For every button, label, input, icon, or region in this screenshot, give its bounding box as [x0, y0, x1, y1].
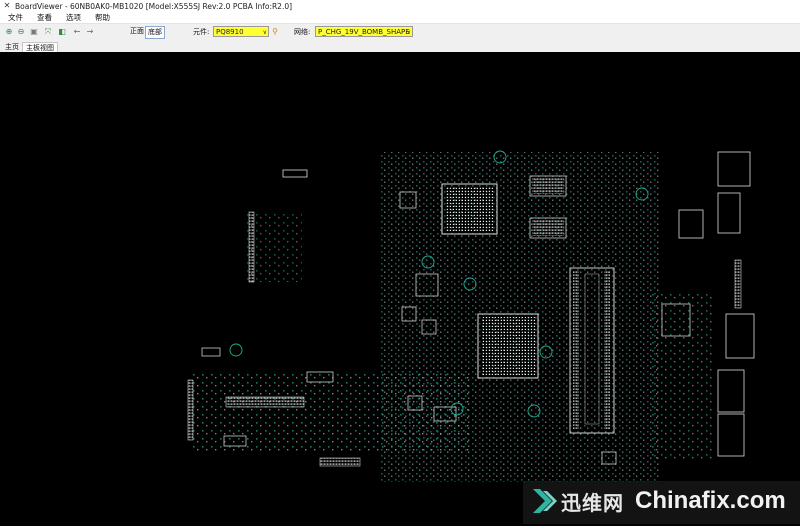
chevron-down-icon[interactable]: ∨: [262, 29, 267, 36]
title-bar: ✕ BoardViewer - 60NB0AK0-MB1020 [Model:X…: [0, 0, 800, 12]
toolbar: ⊕ ⊖ ▣ ⤧ ◧ ← → 正面 底部 元件: PQ8910 ∨ ⚲ 网络: P…: [0, 23, 800, 42]
mirror-icon[interactable]: ◧: [58, 27, 66, 36]
side-top-button[interactable]: 正面: [130, 27, 144, 35]
net-label: 网络:: [294, 28, 311, 36]
rotate-icon[interactable]: ⤧: [44, 27, 52, 36]
window-title: BoardViewer - 60NB0AK0-MB1020 [Model:X55…: [15, 1, 293, 11]
menu-bar: 文件 查看 选项 帮助: [0, 12, 800, 23]
menu-view[interactable]: 查看: [37, 13, 52, 22]
boardviewer-icon: ✕: [3, 1, 11, 10]
pcb-layout[interactable]: [2, 52, 798, 524]
tab-home[interactable]: 主页: [5, 43, 19, 51]
tab-bar: 主页 主板视图: [0, 41, 800, 53]
zoom-out-icon[interactable]: ⊖: [17, 27, 25, 36]
menu-help[interactable]: 帮助: [95, 13, 110, 22]
net-combo[interactable]: P_CHG_19V_BOMB_SHAPE ∨: [315, 26, 413, 37]
net-value: P_CHG_19V_BOMB_SHAPE: [318, 28, 410, 36]
forward-arrow-icon[interactable]: →: [86, 27, 94, 36]
zoom-in-icon[interactable]: ⊕: [5, 27, 13, 36]
watermark-cn-text: 迅维网: [561, 491, 624, 515]
back-arrow-icon[interactable]: ←: [73, 27, 81, 36]
menu-file[interactable]: 文件: [8, 13, 23, 22]
component-label: 元件:: [193, 28, 210, 36]
watermark-en-text: Chinafix.com: [635, 487, 786, 514]
watermark-logo: 迅维网 Chinafix.com: [523, 481, 800, 524]
side-bottom-button[interactable]: 底部: [145, 26, 165, 39]
component-value: PQ8910: [216, 28, 244, 36]
chevron-down-icon[interactable]: ∨: [406, 29, 411, 36]
search-icon[interactable]: ⚲: [272, 27, 278, 36]
chinafix-logo-icon: [533, 489, 557, 513]
board-canvas[interactable]: [2, 52, 798, 524]
tab-board-view[interactable]: 主板视图: [22, 42, 58, 53]
component-combo[interactable]: PQ8910 ∨: [213, 26, 269, 37]
fit-icon[interactable]: ▣: [30, 27, 38, 36]
menu-options[interactable]: 选项: [66, 13, 81, 22]
